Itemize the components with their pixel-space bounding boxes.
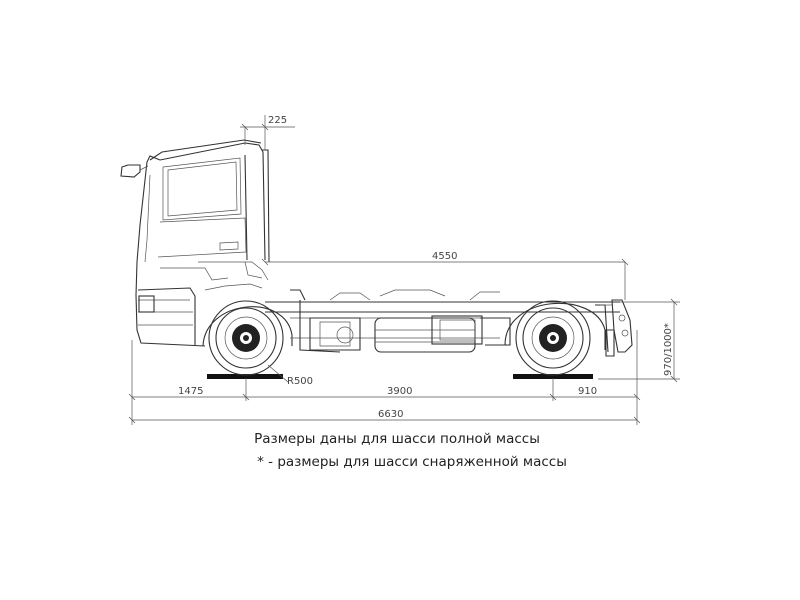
rear-wheel-ground-pad bbox=[513, 374, 593, 379]
caption-curb-mass: * - размеры для шасси снаряженной массы bbox=[257, 454, 567, 470]
dim-label-225: 225 bbox=[268, 115, 287, 126]
dimension-4550: 4550 bbox=[261, 251, 629, 300]
dim-label-3900: 3900 bbox=[387, 386, 412, 397]
door-handle bbox=[219, 241, 239, 251]
fuel-tank bbox=[374, 317, 476, 353]
battery-box bbox=[431, 315, 483, 345]
caption-full-mass: Размеры даны для шасси полной массы bbox=[254, 431, 540, 447]
dim-label-r500: R500 bbox=[287, 376, 313, 387]
dim-label-6630: 6630 bbox=[378, 409, 403, 420]
chassis-frame bbox=[265, 289, 620, 353]
dimension-overall-length: 6630 bbox=[128, 409, 641, 424]
dim-label-1475: 1475 bbox=[178, 386, 203, 397]
dimension-970-1000: 970/1000* bbox=[598, 298, 680, 383]
headlight bbox=[138, 295, 155, 313]
front-wheel-ground-pad bbox=[207, 374, 283, 379]
rear-wheel bbox=[515, 300, 591, 376]
rear-tow-bracket bbox=[600, 299, 633, 357]
cab-window bbox=[162, 157, 242, 221]
dimension-row-axles: 1475 3900 910 bbox=[128, 330, 641, 425]
dim-label-970-1000: 970/1000* bbox=[663, 323, 674, 376]
cab-outline bbox=[120, 139, 270, 347]
rear-wheel-arch bbox=[504, 302, 606, 350]
dim-label-4550: 4550 bbox=[432, 251, 457, 262]
dimension-r500: R500 bbox=[267, 364, 313, 387]
dimension-225: 225 bbox=[240, 115, 295, 150]
front-wheel-arch bbox=[202, 306, 293, 347]
front-wheel bbox=[208, 300, 284, 376]
dim-label-910: 910 bbox=[578, 386, 597, 397]
side-mirror bbox=[120, 164, 141, 178]
